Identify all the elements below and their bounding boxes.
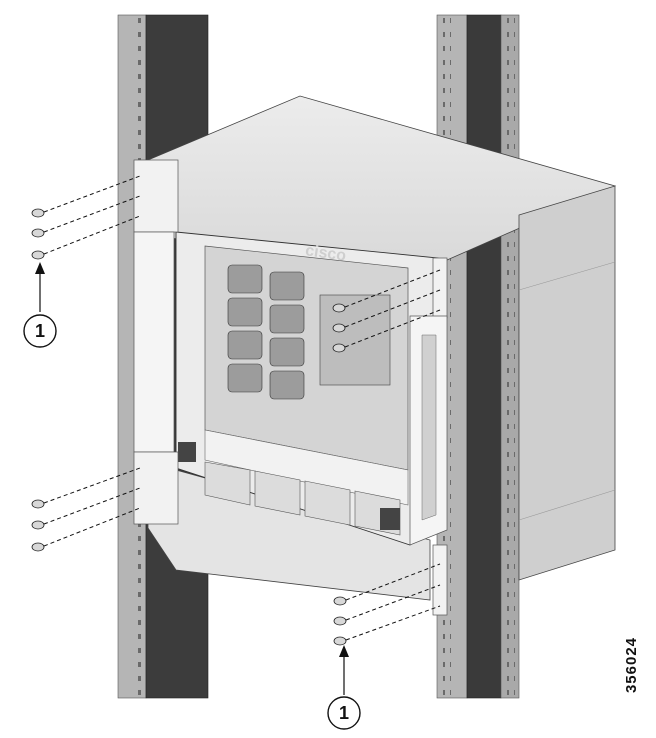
left-lower-bracket [133, 451, 179, 525]
screw-icon [332, 303, 346, 313]
callout-upper: 1 [23, 262, 57, 348]
callout-lower: 1 [327, 645, 361, 730]
screw-icon [333, 596, 347, 606]
right-lower-bracket [432, 544, 448, 616]
screw-icon [31, 208, 45, 218]
callout-number: 1 [339, 703, 349, 723]
screw-group-upper-left [43, 175, 141, 255]
screw-icon [332, 323, 346, 333]
screw-icon [31, 228, 45, 238]
figure-id-label: 356024 [623, 637, 640, 693]
screw-icon [31, 250, 45, 260]
chassis-logo: cisco [304, 242, 347, 265]
callout-number: 1 [35, 321, 45, 341]
left-upper-bracket [133, 159, 179, 233]
screw-icon [333, 636, 347, 646]
screw-group-lower-left [43, 467, 141, 547]
left-front-flange [133, 231, 175, 453]
right-upper-bracket [432, 257, 448, 319]
screw-icon [332, 343, 346, 353]
power-supply-bays [178, 442, 401, 536]
screw-group-upper-right [344, 269, 441, 348]
fan-tray-grid [227, 264, 391, 400]
screw-icon [31, 542, 45, 552]
screw-group-lower-right [345, 563, 441, 641]
screws [31, 208, 347, 646]
router-chassis: cisco [133, 95, 617, 616]
right-rack-rail [436, 14, 520, 699]
screw-icon [333, 616, 347, 626]
screw-icon [31, 499, 45, 509]
screw-icon [31, 520, 45, 530]
